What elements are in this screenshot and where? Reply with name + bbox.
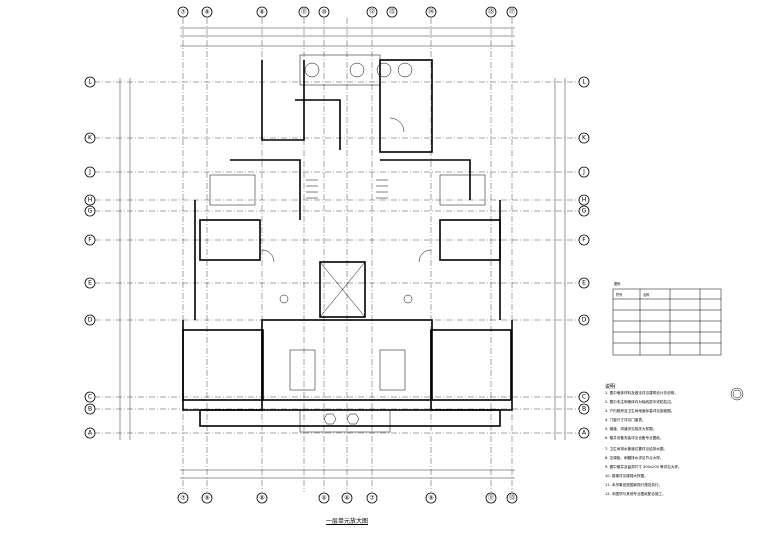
notes-title: 说明 xyxy=(605,384,616,390)
legend-title: 图例 xyxy=(614,281,620,286)
axis-label: ⑧ xyxy=(259,9,264,16)
axis-label: K xyxy=(88,135,93,142)
note-item: 5. 烟道、风道详见相关大样图。 xyxy=(605,427,657,431)
axis-label: J xyxy=(582,169,585,176)
axis-label: C xyxy=(88,394,92,401)
axis-label: ⑨ xyxy=(204,9,209,16)
note-item: 11. 未尽事宜按国家现行规范执行。 xyxy=(605,483,663,487)
axis-label: ⑮ xyxy=(488,8,494,16)
axis-label: ⑪ xyxy=(301,8,307,16)
axis-markers-right: L K J H G F E D C B A xyxy=(578,76,590,439)
note-item: 12. 本图须与其他专业图纸配合施工。 xyxy=(605,492,666,496)
axis-label: H xyxy=(582,197,587,204)
legend-header-symbol: 符号 xyxy=(616,292,622,297)
axis-label: ⑬ xyxy=(389,8,395,16)
note-item: 6. 管井设备安装详见设备专业图纸。 xyxy=(605,436,664,440)
note-item: 3. 户内厨房及卫生间地面标高详见剖面图。 xyxy=(605,409,675,413)
axis-markers-top: ⑦ ⑨ ⑧ ⑪ ⑩ ⑫ ⑬ ⑭ ⑮ ⑰ xyxy=(177,6,518,18)
axis-label: ⑨ xyxy=(204,495,209,502)
axis-label: ⑤ xyxy=(321,495,326,502)
axis-label: ⑦ xyxy=(180,495,186,502)
note-item: 4. 门窗尺寸详见门窗表。 xyxy=(605,418,646,422)
drawing-title: 一层单元放大图 xyxy=(326,518,369,525)
axis-label: K xyxy=(582,135,587,142)
axis-label: A xyxy=(88,430,93,437)
axis-label: J xyxy=(88,169,91,176)
axis-label: ⑦ xyxy=(180,9,186,16)
axis-label: ⑦ xyxy=(369,495,375,502)
axis-label: B xyxy=(88,406,92,413)
axis-label: D xyxy=(88,317,93,324)
note-item: 1. 图中墙体材料及做法详见建筑设计总说明。 xyxy=(605,391,678,395)
stair-lines xyxy=(306,179,388,199)
legend-header-name: 名称 xyxy=(643,292,650,297)
legend-table: 图例 符号 名称 xyxy=(612,281,722,356)
axis-markers-bottom: ⑦ ⑨ ⑧ ⑤ ⑥ ⑦ ⑨ ⑪ ⑬ xyxy=(177,492,518,504)
axis-label: ⑥ xyxy=(344,495,349,502)
grid-lines xyxy=(94,18,582,492)
axis-label: ⑨ xyxy=(428,495,433,502)
axis-label: D xyxy=(582,317,587,324)
note-item: 7. 卫生间排水管道位置详见给排水图。 xyxy=(605,447,668,451)
axis-label: ⑪ xyxy=(488,494,494,502)
axis-label: B xyxy=(582,406,586,413)
note-item: 9. 图中管井及留洞尺寸 300x200 等详见大样。 xyxy=(605,465,682,469)
axis-label: ⑫ xyxy=(369,8,375,16)
axis-markers-left: L K J H G F E D C B A xyxy=(84,76,96,439)
north-stamp xyxy=(730,387,744,401)
axis-label: G xyxy=(582,208,587,215)
axis-label: L xyxy=(582,79,586,86)
axis-label: L xyxy=(88,79,92,86)
axis-label: C xyxy=(582,394,586,401)
axis-label: H xyxy=(88,197,93,204)
axis-label: E xyxy=(582,280,586,287)
axis-label: E xyxy=(88,280,92,287)
note-item: 8. 空调板、雨棚排水详见节点大样。 xyxy=(605,456,664,460)
axis-label: ⑬ xyxy=(509,494,515,502)
axis-label: ⑭ xyxy=(428,8,434,16)
axis-label: ⑧ xyxy=(259,495,264,502)
dimension-lines xyxy=(119,27,566,479)
axis-label: G xyxy=(88,208,93,215)
axis-label: ⑰ xyxy=(509,8,515,16)
axis-label: F xyxy=(88,237,92,244)
note-item: 2. 图中未注明墙体均为轴线居中或贴柱边。 xyxy=(605,400,675,404)
axis-label: F xyxy=(582,237,586,244)
axis-label: ⑩ xyxy=(321,9,326,16)
building-walls xyxy=(182,54,513,433)
note-item: 10. 楼梯详见楼梯大样图。 xyxy=(605,474,648,478)
axis-label: A xyxy=(582,430,587,437)
